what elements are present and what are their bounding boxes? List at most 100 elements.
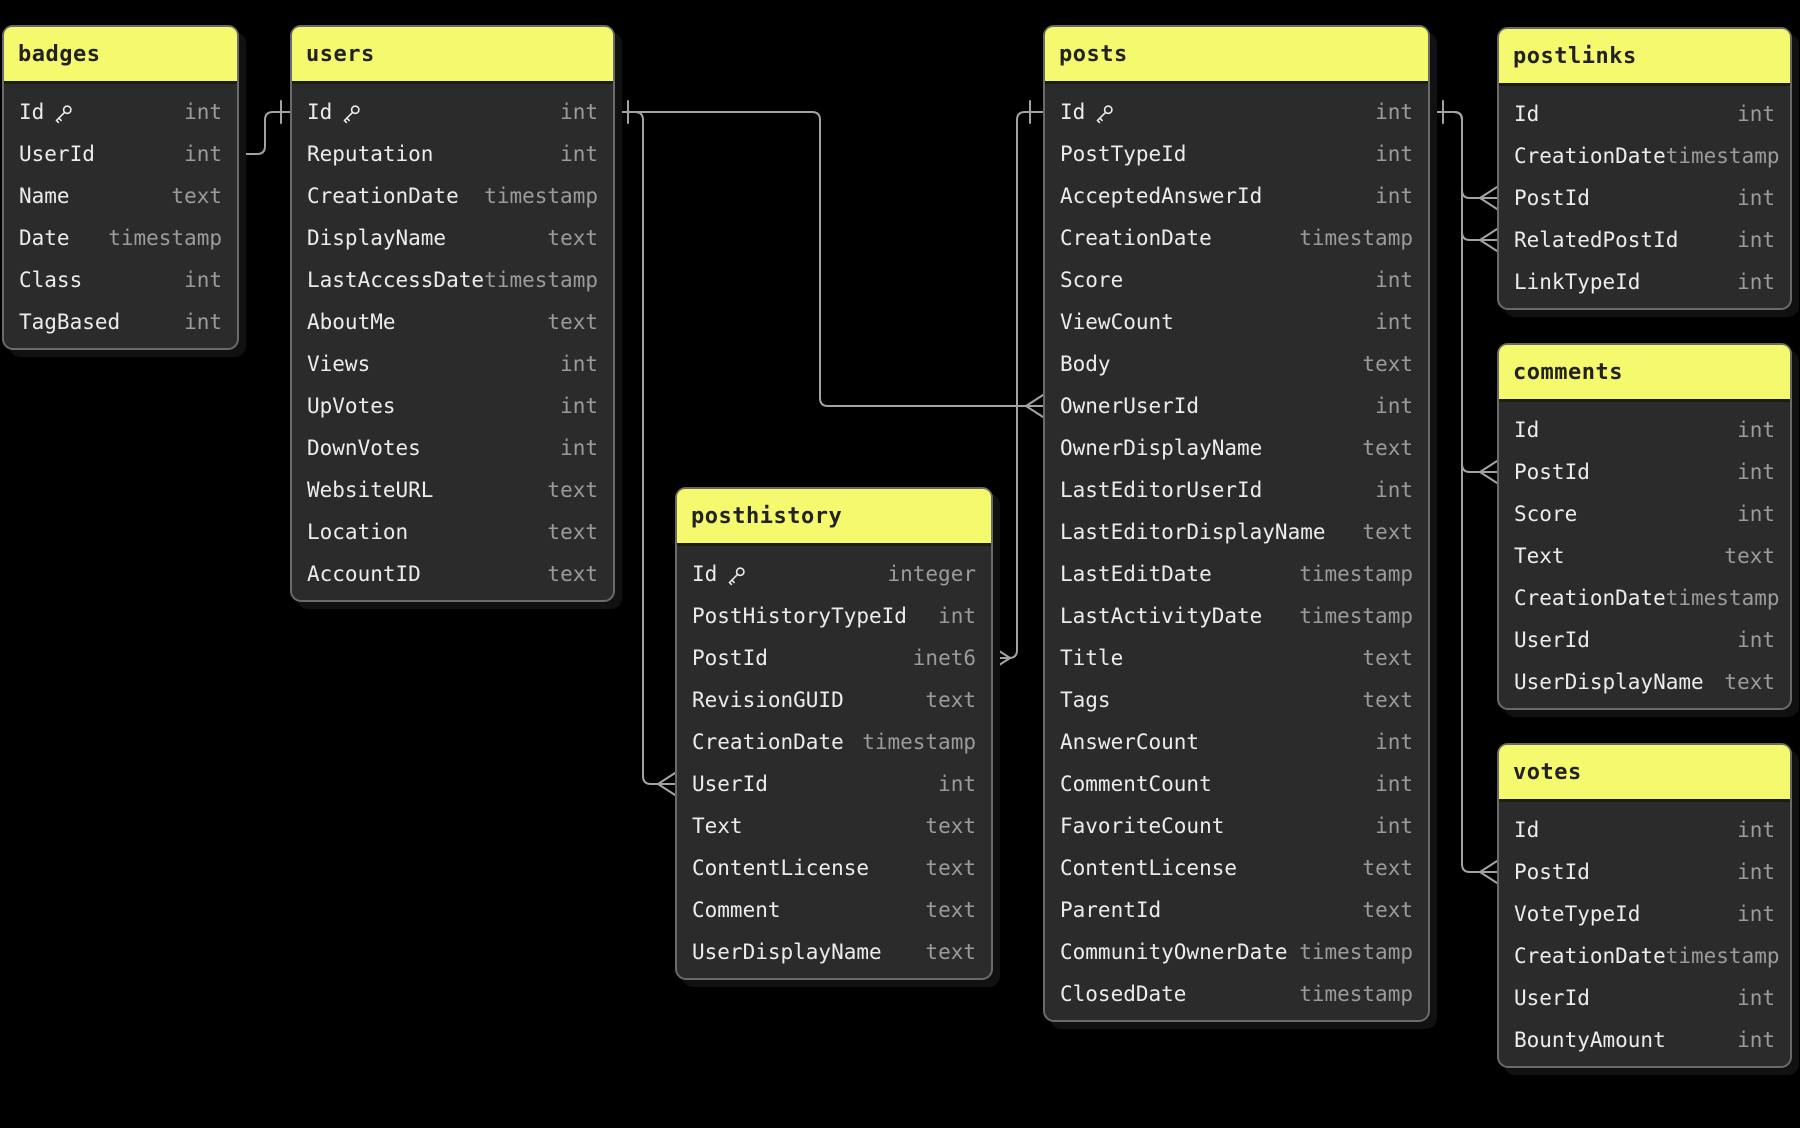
table-header[interactable]: votes xyxy=(1499,745,1790,802)
relationship-line[interactable] xyxy=(614,111,1027,407)
relationship-line[interactable] xyxy=(1429,111,1481,241)
relationship-line[interactable] xyxy=(1429,111,1481,199)
field-name: Title xyxy=(1060,646,1124,670)
field-name: Body xyxy=(1060,352,1111,376)
table-header[interactable]: posthistory xyxy=(677,489,991,546)
relationship-line[interactable] xyxy=(1429,111,1481,873)
cardinality-many-marker xyxy=(1479,228,1498,252)
table-header[interactable]: users xyxy=(292,27,613,84)
field-name: Class xyxy=(19,268,83,292)
relationship-line[interactable] xyxy=(238,111,291,155)
relationship-line[interactable] xyxy=(1429,111,1481,473)
field-type: text xyxy=(1362,436,1413,460)
relationship-line[interactable] xyxy=(614,111,659,785)
field-type: timestamp xyxy=(108,226,222,250)
relationship-line[interactable] xyxy=(1008,111,1044,659)
table-header[interactable]: comments xyxy=(1499,345,1790,402)
field-name: PostId xyxy=(1514,186,1590,210)
field-type: text xyxy=(1362,856,1413,880)
table-header[interactable]: badges xyxy=(4,27,237,84)
table-header[interactable]: posts xyxy=(1045,27,1428,84)
field-name: Id xyxy=(1060,100,1086,124)
table-header[interactable]: postlinks xyxy=(1499,29,1790,86)
